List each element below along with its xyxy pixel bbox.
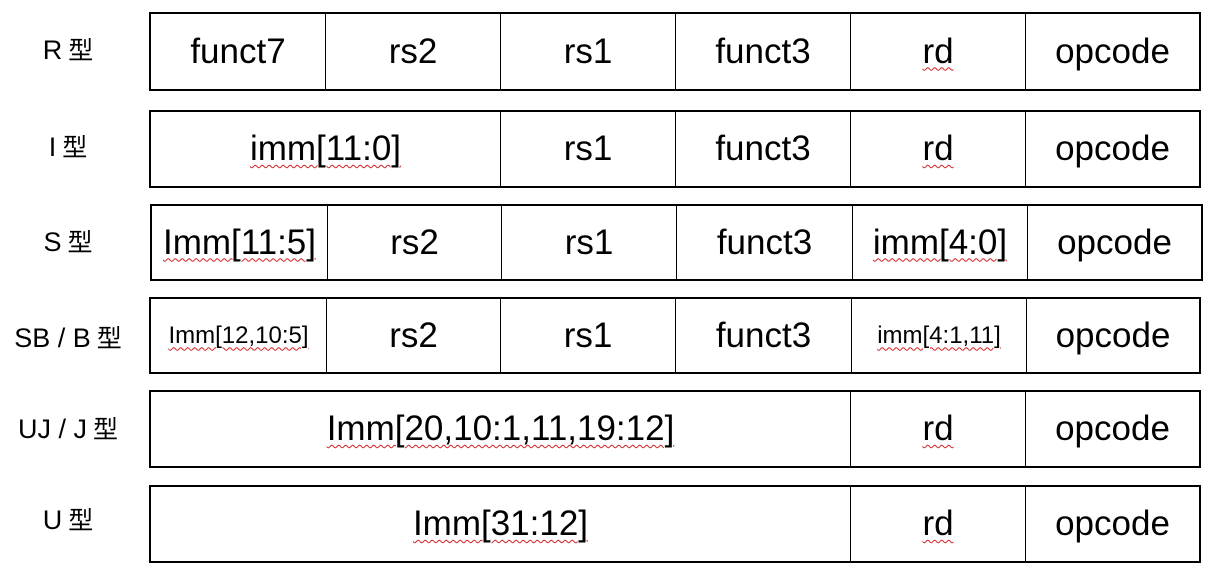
r-type-format-row: funct7 rs2 rs1 funct3 rd opcode <box>149 12 1201 91</box>
field-rd: rd <box>851 14 1026 89</box>
field-opcode: opcode <box>1057 222 1172 262</box>
field-rd: rd <box>851 487 1026 561</box>
field-rd: rd <box>851 392 1026 466</box>
type-suffix: 型 <box>68 506 94 535</box>
field-funct7: funct7 <box>151 14 326 89</box>
field-rs2: rs2 <box>327 299 501 372</box>
type-suffix: 型 <box>67 228 93 257</box>
type-name: UJ / J <box>17 414 87 444</box>
sb-type-format-row: Imm[12,10:5] rs2 rs1 funct3 imm[4:1,11] … <box>149 297 1201 374</box>
field-rs1: rs1 <box>501 299 676 372</box>
field-funct3: funct3 <box>676 112 851 186</box>
field-rs2: rs2 <box>328 206 502 279</box>
field-funct3: funct3 <box>677 206 853 279</box>
s-type-format-row: Imm[11:5] rs2 rs1 funct3 imm[4:0] opcode <box>150 204 1203 281</box>
u-type-format-row: Imm[31:12] rd opcode <box>149 485 1201 563</box>
field-opcode: opcode <box>1055 129 1170 168</box>
field-rs1: rs1 <box>501 14 676 89</box>
type-name: S <box>43 227 62 257</box>
field-imm-high: Imm[12,10:5] <box>151 299 327 372</box>
field-imm-low: imm[4:0] <box>853 206 1028 279</box>
field-rd: rd <box>851 112 1026 186</box>
field-opcode: opcode <box>1055 504 1170 543</box>
field-imm-low: imm[4:1,11] <box>852 299 1027 372</box>
type-suffix: 型 <box>62 133 88 162</box>
field-opcode: opcode <box>1055 315 1171 355</box>
type-name: SB / B <box>14 323 91 353</box>
i-type-format-row: imm[11:0] rs1 funct3 rd opcode <box>149 110 1201 188</box>
field-funct3: funct3 <box>676 14 851 89</box>
field-imm: imm[11:0] <box>151 112 501 186</box>
type-suffix: 型 <box>93 415 119 444</box>
field-rs2: rs2 <box>326 14 501 89</box>
type-suffix: 型 <box>68 36 94 65</box>
type-name: R <box>42 35 63 65</box>
field-rs1: rs1 <box>502 206 677 279</box>
field-opcode: opcode <box>1055 31 1170 71</box>
uj-type-format-row: Imm[20,10:1,11,19:12] rd opcode <box>149 390 1201 468</box>
field-imm-high: Imm[11:5] <box>152 206 328 279</box>
field-imm: Imm[20,10:1,11,19:12] <box>151 392 851 466</box>
field-opcode: opcode <box>1055 409 1170 448</box>
type-name: I <box>48 132 57 162</box>
field-rs1: rs1 <box>501 112 676 186</box>
type-suffix: 型 <box>96 324 122 353</box>
field-funct3: funct3 <box>676 299 852 372</box>
type-name: U <box>42 505 63 535</box>
field-imm: Imm[31:12] <box>151 487 851 561</box>
